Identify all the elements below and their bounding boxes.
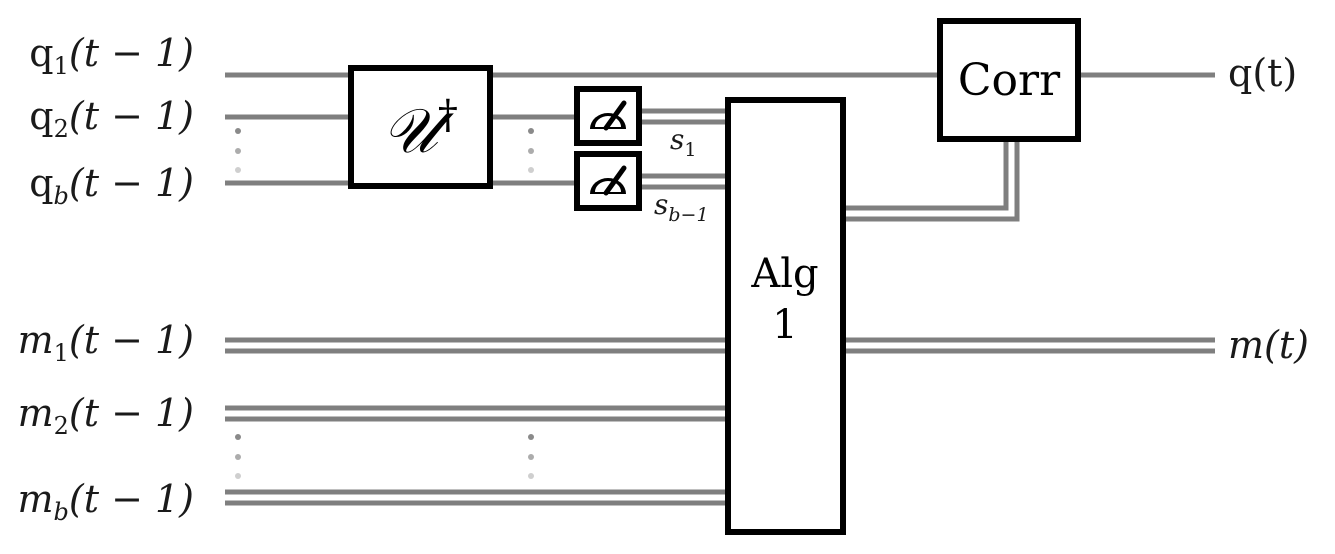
alg-corr-wire-b [843, 140, 1020, 222]
q-mid-dots [528, 128, 534, 173]
s1-label: s1 [670, 123, 696, 161]
corr-label: Corr [958, 55, 1061, 106]
m-mid-dots [528, 434, 534, 479]
q1-input-label: q1(t − 1) [29, 31, 194, 80]
meter-icon [590, 100, 627, 131]
q-input-dots [235, 128, 241, 173]
meter-icon [590, 165, 627, 196]
mb-input-label: mb(t − 1) [17, 477, 194, 526]
alg-label-line1: Alg [750, 251, 818, 297]
q2-input-label: q2(t − 1) [29, 94, 194, 143]
m2-input-label: m2(t − 1) [18, 391, 194, 440]
m1-input-label: m1(t − 1) [18, 318, 194, 367]
alg-corr-wire-a [843, 140, 1009, 211]
corr-gate: Corr [937, 18, 1081, 142]
m-input-dots [235, 434, 241, 479]
unitary-dagger-gate: 𝒰† [348, 65, 493, 189]
sb-label: sb−1 [654, 188, 709, 226]
measurement-gate-b [574, 151, 642, 211]
alg-label-line2: 1 [772, 302, 797, 348]
alg-1-gate: Alg 1 [725, 97, 846, 535]
qb-input-label: qb(t − 1) [29, 161, 194, 210]
q-output-label: q(t) [1228, 51, 1297, 95]
m-output-label: m(t) [1228, 323, 1309, 367]
wires [225, 72, 1215, 506]
measurement-gate-1 [574, 86, 642, 146]
ellipsis-dots [235, 128, 534, 479]
